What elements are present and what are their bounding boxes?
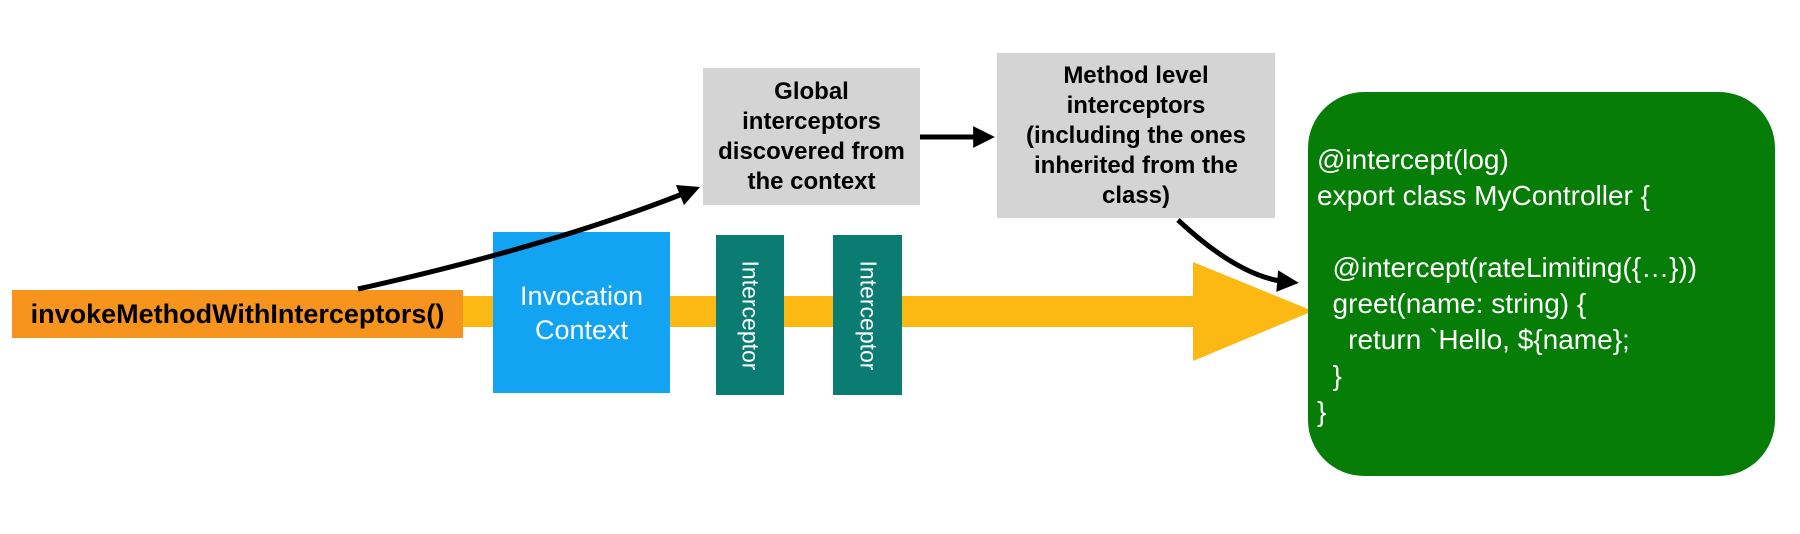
- global-interceptors-note: Global interceptors discovered from the …: [703, 68, 920, 205]
- arrow-method-to-code-icon: [1176, 218, 1299, 292]
- method-interceptors-note: Method level interceptors (including the…: [997, 53, 1275, 218]
- interceptor-box-1: Interceptor: [716, 235, 784, 395]
- invoke-method-box: invokeMethodWithInterceptors(): [12, 290, 463, 338]
- interceptor-label-2: Interceptor: [855, 260, 882, 370]
- controller-code-box: @intercept(log) export class MyControlle…: [1308, 92, 1775, 476]
- interceptor-box-2: Interceptor: [833, 235, 902, 395]
- interceptor-label-1: Interceptor: [737, 260, 764, 370]
- invocation-context-box: Invocation Context: [493, 232, 670, 393]
